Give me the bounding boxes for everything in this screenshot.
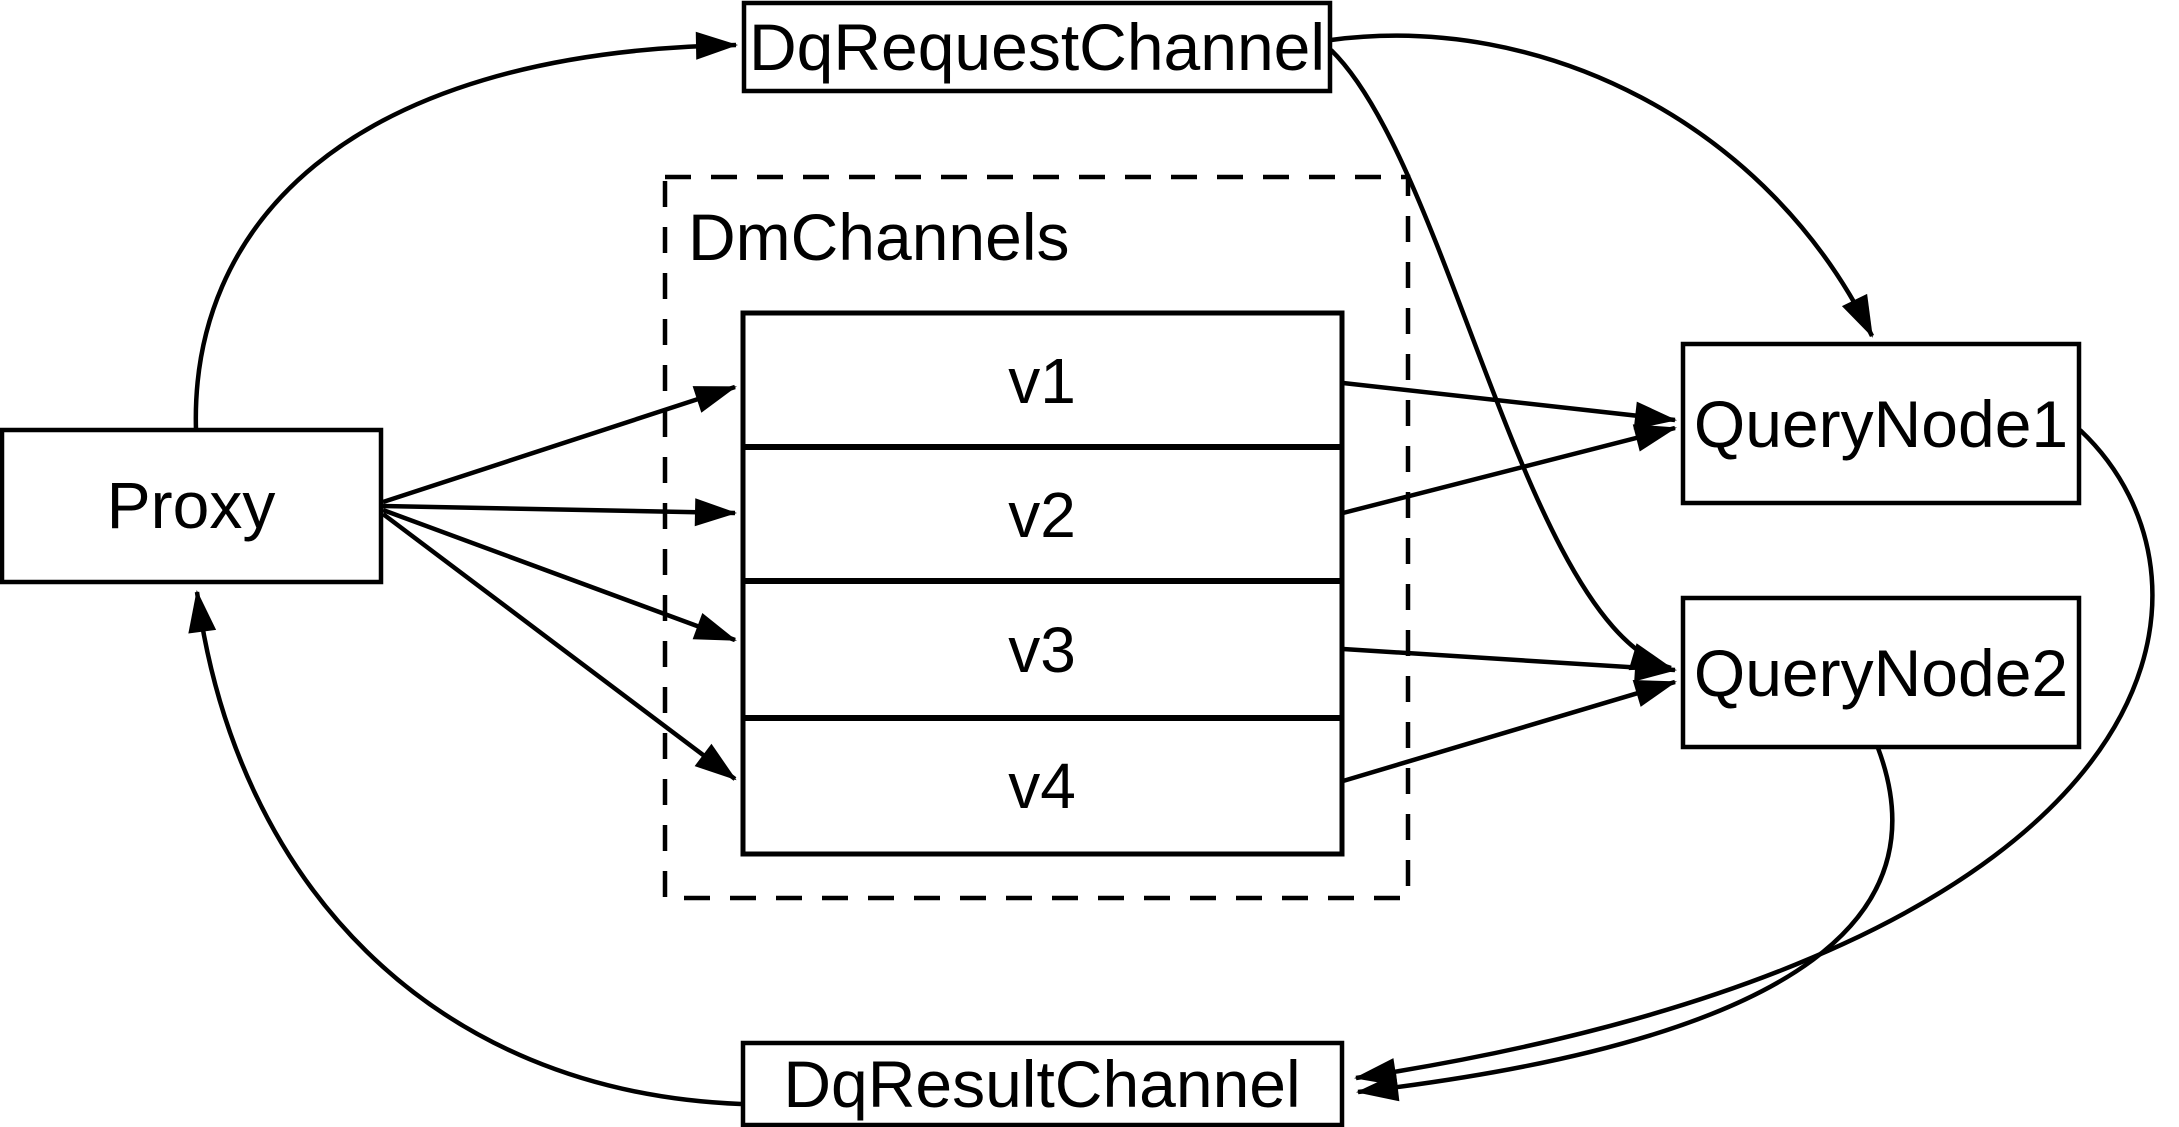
node-proxy: Proxy	[0, 427, 384, 585]
edge-querynode1-to-dqresultchannel	[1354, 428, 2155, 1086]
node-dqrequestchannel: DqRequestChannel	[741, 0, 1333, 94]
node-querynode2: QueryNode2	[1680, 595, 2082, 750]
dmchannels-group-label: DmChannels	[688, 200, 1070, 274]
querynode1-box	[1680, 341, 2082, 506]
edge-v2-to-querynode1	[1342, 424, 1677, 516]
channel-row-v3: v3	[1008, 614, 1076, 686]
edge-v3-to-querynode2	[1342, 646, 1677, 682]
edge-v4-to-querynode2	[1342, 679, 1677, 784]
dqrequestchannel-label: DqRequestChannel	[749, 10, 1325, 84]
node-dqresultchannel: DqResultChannel	[740, 1040, 1345, 1127]
querynode2-label: QueryNode2	[1694, 636, 2068, 710]
dmchannels-dashed-border	[662, 174, 1411, 901]
edge-proxy-to-v2	[382, 498, 737, 527]
edge-v1-to-querynode1	[1342, 380, 1677, 430]
dmchannels-group: DmChannels v1 v2 v3 v4	[662, 174, 1411, 901]
edge-proxy-to-v4	[381, 512, 737, 781]
edges	[188, 31, 2155, 1107]
proxy-box	[0, 427, 384, 585]
edge-proxy-to-v3	[382, 507, 737, 643]
proxy-label: Proxy	[107, 468, 276, 542]
channel-row-v4: v4	[1008, 750, 1076, 822]
channel-row-v2: v2	[1008, 479, 1076, 551]
edge-proxy-to-dqrequestchannel	[193, 31, 738, 431]
edge-querynode2-to-dqresultchannel	[1356, 747, 1895, 1102]
node-querynode1: QueryNode1	[1680, 341, 2082, 506]
dqresultchannel-label: DqResultChannel	[783, 1047, 1300, 1121]
edge-dqrequestchannel-to-querynode2	[1329, 48, 1673, 671]
edge-proxy-to-v1	[382, 384, 737, 505]
querynode2-box	[1680, 595, 2082, 750]
channel-row-v1: v1	[1008, 345, 1076, 417]
querynode1-label: QueryNode1	[1694, 387, 2068, 461]
edge-dqrequestchannel-to-querynode1	[1330, 33, 1875, 338]
channel-stack: v1 v2 v3 v4	[740, 310, 1345, 857]
dqresultchannel-box	[740, 1040, 1345, 1127]
edge-dqresultchannel-to-proxy	[188, 590, 742, 1107]
dqrequestchannel-box	[741, 0, 1333, 94]
